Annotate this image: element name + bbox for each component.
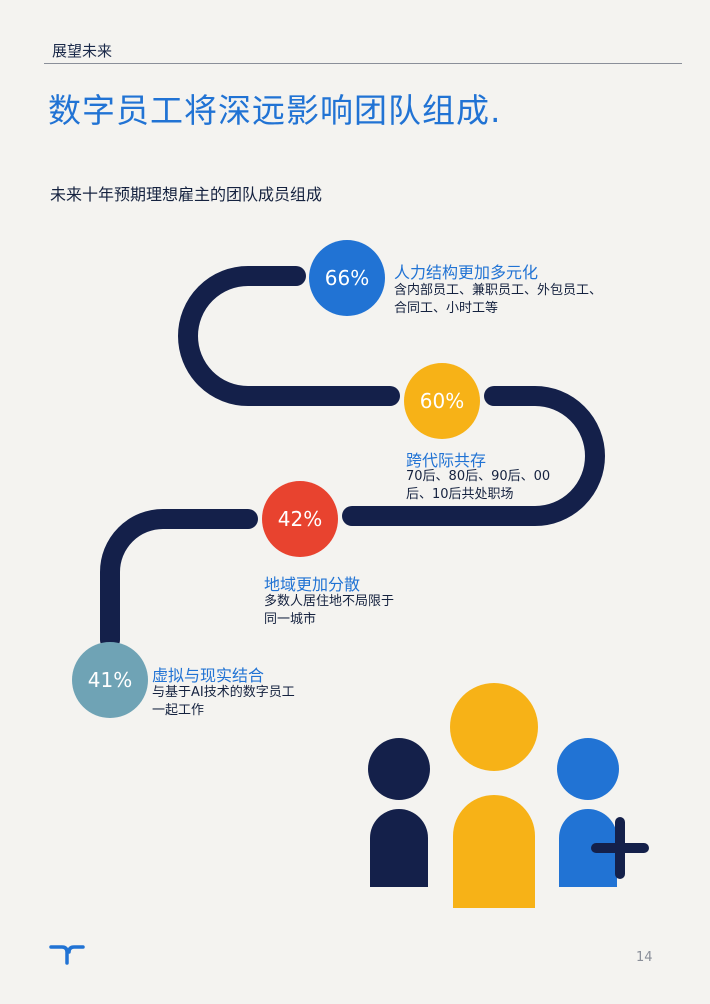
circle-66 [309,240,385,316]
desc-line: 后、10后共处职场 [406,487,514,502]
circle-42 [262,481,338,557]
desc-line: 多数人居住地不局限于 [264,594,395,609]
circle-60 [404,363,480,439]
desc-line: 合同工、小时工等 [394,301,499,316]
desc-line: 同一城市 [264,612,317,627]
circle-41 [72,642,148,718]
percent-41: 41% [87,668,133,692]
item-desc-generations: 70后、80后、90后、00 后、10后共处职场 [406,468,550,504]
people-group-icon [368,683,649,908]
item-title-distributed: 地域更加分散 [264,575,361,594]
percent-42: 42% [277,507,323,531]
page-title: 数字员工将深远影响团队组成. [48,91,502,130]
item-desc-virtual: 与基于AI技术的数字员工 一起工作 [152,684,295,720]
page-number: 14 [636,950,653,965]
desc-line: 一起工作 [152,703,205,718]
percent-60: 60% [419,389,465,413]
header-divider [44,63,682,64]
plus-icon [591,817,649,879]
desc-line: 含内部员工、兼职员工、外包员工、 [394,283,603,298]
item-title-diversity: 人力结构更加多元化 [394,263,539,282]
desc-line: 70后、80后、90后、00 [406,469,551,484]
percent-66: 66% [324,266,370,290]
item-title-generations: 跨代际共存 [406,451,487,470]
desc-line: 与基于AI技术的数字员工 [152,685,295,700]
section-label: 展望未来 [52,42,113,60]
item-desc-diversity: 含内部员工、兼职员工、外包员工、 合同工、小时工等 [394,282,602,318]
logo-icon [49,945,85,965]
item-title-virtual: 虚拟与现实结合 [152,666,265,685]
item-desc-distributed: 多数人居住地不局限于 同一城市 [264,593,394,629]
chart-subtitle: 未来十年预期理想雇主的团队成员组成 [50,185,323,204]
path-line [100,266,605,650]
